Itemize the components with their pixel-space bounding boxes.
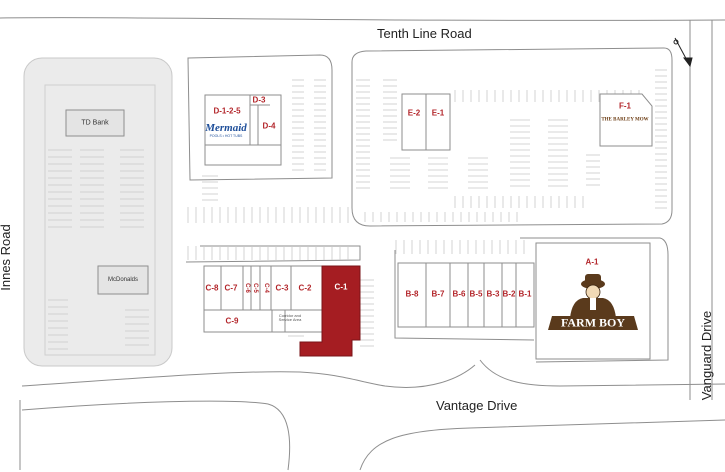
b-block-building bbox=[397, 262, 535, 328]
td-bank-building bbox=[65, 109, 125, 137]
north-east-lot bbox=[351, 47, 673, 227]
corridor-label-line1: Corridor and bbox=[278, 313, 302, 318]
unit-b-7-label: B-7 bbox=[431, 289, 445, 299]
vantage-drive-north-curb bbox=[21, 364, 476, 388]
parking-stalls bbox=[48, 69, 667, 350]
td-bank-label: TD Bank bbox=[81, 119, 109, 127]
unit-c-2-label: C-2 bbox=[298, 283, 312, 293]
vanguard-drive-label: Vanguard Drive bbox=[699, 310, 715, 401]
unit-b-2-label: B-2 bbox=[502, 289, 516, 299]
corridor-service-area-label: Corridor and Service Area bbox=[279, 314, 302, 322]
north-center-lot bbox=[187, 54, 333, 181]
unit-c-7-label: C-7 bbox=[224, 283, 238, 293]
vantage-drive-east-south-curb bbox=[359, 419, 725, 471]
mermaid-logo: Mermaid POOLS • HOT TUBS bbox=[205, 123, 247, 139]
b-unit-dividers bbox=[425, 263, 517, 327]
innes-road-label: Innes Road bbox=[0, 224, 13, 291]
unit-c-3-label: C-3 bbox=[275, 283, 289, 293]
unit-b-1-label: B-1 bbox=[518, 289, 532, 299]
c-1-highlighted-unit bbox=[299, 265, 361, 357]
vantage-drive-south-curb bbox=[21, 400, 291, 471]
unit-b-3-label: B-3 bbox=[486, 289, 500, 299]
tenth-line-road-label: Tenth Line Road bbox=[377, 26, 472, 41]
west-pad-lot bbox=[23, 57, 173, 367]
farm-boy-logo-text: FARM BOY bbox=[560, 315, 626, 330]
south-middle-lot bbox=[394, 250, 535, 341]
unit-c-4-label: C-4 bbox=[263, 283, 269, 293]
unit-b-5-label: B-5 bbox=[469, 289, 483, 299]
unit-c-6-label: C-6 bbox=[244, 283, 250, 293]
unit-e-1-label: E-1 bbox=[431, 108, 445, 118]
c-unit-dividers bbox=[204, 266, 322, 332]
vantage-drive-label: Vantage Drive bbox=[436, 398, 518, 413]
unit-c-8-label: C-8 bbox=[205, 283, 219, 293]
unit-b-8-label: B-8 bbox=[405, 289, 419, 299]
corridor-label-line2: Service Area bbox=[278, 317, 302, 322]
barley-mow-logo: THE BARLEY MOW bbox=[601, 117, 649, 123]
unit-c-9-label: C-9 bbox=[225, 316, 239, 326]
compass-arrow-icon bbox=[673, 37, 693, 68]
east-lot-boundary bbox=[520, 237, 669, 363]
unit-d-3-label: D-3 bbox=[252, 95, 266, 105]
d-block-building bbox=[204, 94, 282, 166]
mcdonalds-building bbox=[97, 265, 149, 295]
vantage-drive-east-north-curb bbox=[479, 359, 725, 387]
unit-a-1-label: A-1 bbox=[585, 257, 599, 267]
farm-boy-logo bbox=[548, 274, 638, 330]
unit-f-1-label: F-1 bbox=[619, 101, 631, 111]
c-block-building bbox=[203, 265, 323, 333]
f-block-building bbox=[599, 93, 653, 147]
unit-d-4-label: D-4 bbox=[262, 121, 276, 131]
unit-d-1-2-5-label: D-1-2-5 bbox=[213, 106, 241, 116]
tenth-line-road-curb bbox=[0, 17, 725, 21]
unit-b-6-label: B-6 bbox=[452, 289, 466, 299]
c-block-lot bbox=[185, 245, 361, 263]
mermaid-logo-text: Mermaid bbox=[205, 122, 247, 134]
west-pad-drive bbox=[44, 84, 156, 356]
mcdonalds-label: McDonalds bbox=[107, 277, 139, 283]
unit-c-1-label: C-1 bbox=[334, 282, 348, 292]
mermaid-logo-subtext: POOLS • HOT TUBS bbox=[209, 134, 243, 138]
unit-e-2-label: E-2 bbox=[407, 108, 421, 118]
unit-c-5-label: C-5 bbox=[252, 283, 258, 293]
